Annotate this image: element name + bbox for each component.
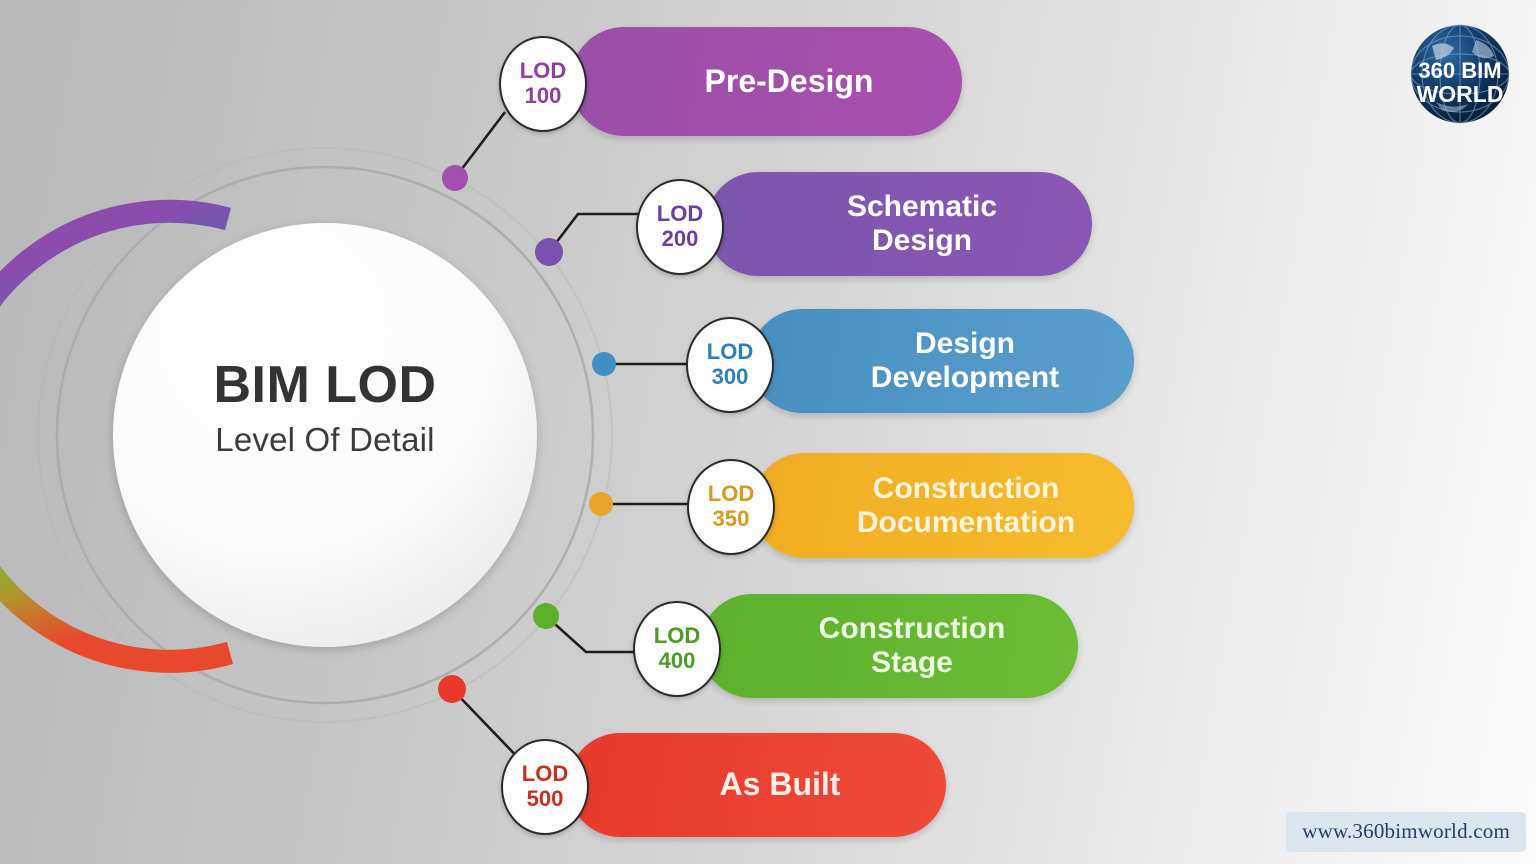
lod-badge-label: LOD [521,761,569,787]
hub-inner-circle [113,223,537,647]
ring-dot-lod-350 [589,492,613,516]
hub-center-text: BIM LOD Level Of Detail [100,358,550,457]
outer-halo-ring [37,147,613,723]
ring-dot-lod-500 [438,675,466,703]
lod-badge-label: LOD [519,58,567,84]
connector-lod-400 [545,615,640,654]
lod-badge-label: LOD [706,339,754,365]
globe-icon: 360 BIM WORLD [1410,24,1510,124]
ring-dot-lod-400 [533,603,559,629]
lod-badge-value: 100 [524,83,562,108]
lod-badge-value: 350 [712,506,750,531]
page-title: BIM LOD [213,356,437,414]
lod-badge-label: LOD [653,623,701,649]
stage-pill-label: Pre-Design [704,62,874,99]
logo-line2-text: WORLD [1417,81,1504,107]
lod-badge-label: LOD [707,481,755,507]
stage-pill-lod-500[interactable]: As Built [568,733,946,837]
lod-gradient-arc [0,199,234,673]
outer-guide-ring [55,165,595,705]
logo[interactable]: 360 BIM WORLD [1402,16,1518,132]
lod-badge-label: LOD [656,201,704,227]
lod-badge-value: 400 [658,648,696,673]
connector-lod-200 [547,212,640,253]
logo-line1-text: 360 BIM [1418,58,1501,83]
lod-badge-value: 300 [711,364,749,389]
page-subtitle: Level Of Detail [215,420,435,458]
connector-lod-100 [453,111,507,179]
stage-pill-lod-100[interactable]: Pre-Design [570,27,962,136]
ring-dot-lod-300 [592,352,616,376]
lod-badge-value: 200 [661,226,699,251]
lod-badge-value: 500 [526,786,564,811]
website-url[interactable]: www.360bimworld.com [1286,812,1526,852]
ring-dot-lod-100 [442,165,468,191]
ring-dot-lod-200 [535,238,563,266]
stage-pill-label: As Built [719,766,841,803]
